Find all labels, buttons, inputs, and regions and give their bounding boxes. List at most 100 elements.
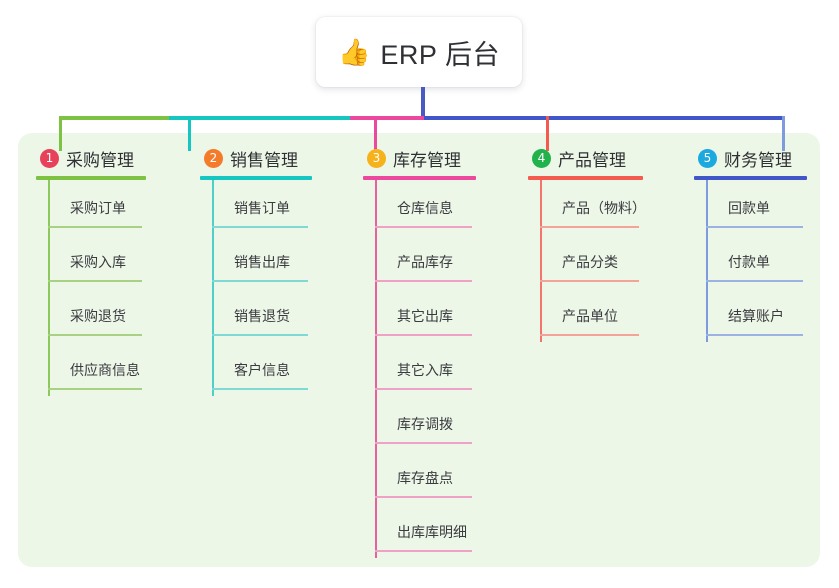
drop-inventory [374, 116, 377, 151]
leaf-item[interactable]: 仓库信息 [375, 180, 476, 234]
leaf-label: 付款单 [728, 254, 770, 270]
branch-spine-4 [540, 180, 542, 342]
leaf-item[interactable]: 销售订单 [212, 180, 312, 234]
branch-title-2: 销售管理 [230, 150, 298, 170]
leaf-rule [706, 280, 803, 282]
leaf-label: 销售订单 [234, 200, 290, 216]
drop-sales [188, 116, 191, 151]
leaf-rule [540, 280, 639, 282]
leaf-rule [212, 280, 308, 282]
leaf-item[interactable]: 产品分类 [540, 234, 643, 288]
branch-items-4: 产品（物料） 产品分类产品单位 [540, 180, 646, 342]
branch-items-2: 销售订单销售出库销售退货客户信息 [212, 180, 312, 396]
leaf-rule [375, 388, 472, 390]
leaf-item[interactable]: 其它出库 [375, 288, 476, 342]
branch-header-4[interactable]: 4 产品管理 [528, 145, 643, 171]
branch-badge-4: 4 [532, 148, 551, 168]
branch-title-3: 库存管理 [393, 150, 461, 170]
leaf-item[interactable]: 供应商信息 [48, 342, 146, 396]
branch-rule-2 [200, 176, 312, 180]
trunk-segment-sales [169, 116, 350, 120]
leaf-label: 产品分类 [562, 254, 618, 270]
branch-badge-5: 5 [698, 148, 717, 168]
leaf-item[interactable]: 产品库存 [375, 234, 476, 288]
leaf-rule [706, 334, 803, 336]
leaf-label: 产品（物料） [562, 200, 646, 216]
branch-badge-2: 2 [204, 148, 223, 168]
branch-column-2: 2 销售管理销售订单销售出库销售退货客户信息 [200, 145, 312, 396]
leaf-label: 销售退货 [234, 308, 290, 324]
leaf-label: 其它出库 [397, 308, 453, 324]
leaf-rule [375, 226, 472, 228]
branch-badge-1: 1 [40, 148, 59, 168]
leaf-item[interactable]: 客户信息 [212, 342, 312, 396]
leaf-label: 客户信息 [234, 362, 290, 378]
branch-header-1[interactable]: 1 采购管理 [36, 145, 146, 171]
leaf-rule [212, 388, 308, 390]
leaf-label: 回款单 [728, 200, 770, 216]
leaf-item[interactable]: 采购订单 [48, 180, 146, 234]
branch-items-1: 采购订单采购入库采购退货供应商信息 [48, 180, 146, 396]
branch-header-3[interactable]: 3 库存管理 [363, 145, 476, 171]
leaf-label: 采购入库 [70, 254, 126, 270]
leaf-rule [706, 226, 803, 228]
leaf-label: 供应商信息 [70, 362, 140, 378]
branch-rule-1 [36, 176, 146, 180]
leaf-label: 结算账户 [728, 308, 784, 324]
leaf-rule [48, 334, 142, 336]
leaf-item[interactable]: 出库库明细 [375, 504, 476, 558]
branch-title-1: 采购管理 [66, 150, 134, 170]
leaf-item[interactable]: 库存调拨 [375, 396, 476, 450]
leaf-item[interactable]: 产品单位 [540, 288, 643, 342]
branch-spine-5 [706, 180, 708, 342]
branch-column-4: 4 产品管理产品（物料） 产品分类产品单位 [528, 145, 646, 342]
branch-rule-5 [694, 176, 807, 180]
leaf-rule [212, 334, 308, 336]
leaf-item[interactable]: 销售出库 [212, 234, 312, 288]
leaf-label: 销售出库 [234, 254, 290, 270]
branch-title-4: 产品管理 [558, 150, 626, 170]
leaf-rule [212, 226, 308, 228]
drop-purchasing [59, 116, 62, 151]
branch-header-2[interactable]: 2 销售管理 [200, 145, 312, 171]
leaf-label: 采购订单 [70, 200, 126, 216]
root-node[interactable]: 👍 ERP 后台 [316, 17, 522, 87]
leaf-item[interactable]: 采购退货 [48, 288, 146, 342]
leaf-rule [540, 226, 639, 228]
leaf-label: 采购退货 [70, 308, 126, 324]
leaf-label: 仓库信息 [397, 200, 453, 216]
leaf-rule [375, 334, 472, 336]
leaf-label: 产品库存 [397, 254, 453, 270]
branch-spine-3 [375, 180, 377, 558]
drop-finance [782, 116, 785, 151]
leaf-rule [375, 496, 472, 498]
leaf-item[interactable]: 库存盘点 [375, 450, 476, 504]
drop-product [546, 116, 549, 151]
leaf-item[interactable]: 结算账户 [706, 288, 807, 342]
leaf-item[interactable]: 其它入库 [375, 342, 476, 396]
leaf-rule [375, 550, 472, 552]
branch-spine-2 [212, 180, 214, 396]
leaf-rule [375, 280, 472, 282]
leaf-item[interactable]: 产品（物料） [540, 180, 646, 234]
leaf-label: 出库库明细 [397, 524, 467, 540]
leaf-rule [48, 388, 142, 390]
branch-rule-4 [528, 176, 643, 180]
branches-panel [18, 133, 820, 567]
leaf-rule [375, 442, 472, 444]
leaf-label: 库存盘点 [397, 470, 453, 486]
leaf-item[interactable]: 销售退货 [212, 288, 312, 342]
branch-badge-3: 3 [367, 148, 386, 168]
trunk-segment-product [424, 116, 608, 120]
thumbs-up-icon: 👍 [338, 37, 371, 67]
leaf-rule [540, 334, 639, 336]
leaf-label: 库存调拨 [397, 416, 453, 432]
branch-header-5[interactable]: 5 财务管理 [694, 145, 807, 171]
branch-title-5: 财务管理 [724, 150, 792, 170]
leaf-item[interactable]: 回款单 [706, 180, 807, 234]
leaf-item[interactable]: 付款单 [706, 234, 807, 288]
branch-rule-3 [363, 176, 476, 180]
leaf-item[interactable]: 采购入库 [48, 234, 146, 288]
leaf-label: 产品单位 [562, 308, 618, 324]
